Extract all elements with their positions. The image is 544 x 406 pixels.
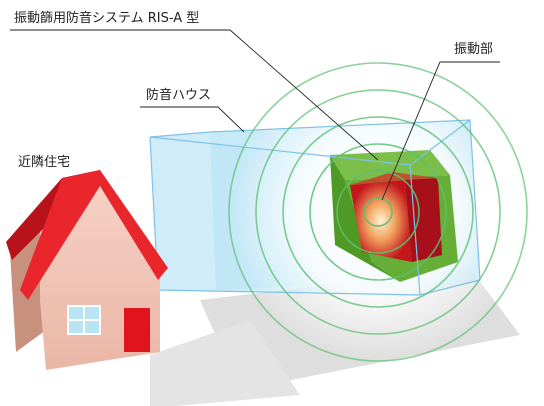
sound-wave-ring — [255, 89, 501, 335]
label-soundproof-house: 防音ハウス — [146, 88, 212, 103]
label-system-title: 振動篩用防音システム RIS-A 型 — [14, 11, 200, 26]
leader-soundproof-house — [140, 106, 245, 133]
house-door — [124, 308, 150, 352]
vibrator-inner-side — [405, 178, 442, 262]
vibrator-outer-front — [330, 155, 400, 282]
sound-waves — [228, 62, 528, 362]
sound-wave-ring — [228, 62, 528, 362]
vibration-unit — [330, 150, 458, 282]
neighbor-house — [6, 170, 168, 370]
label-vibration-part: 振動部 — [454, 42, 494, 57]
house-roof — [20, 170, 168, 300]
sound-wave-ring — [309, 143, 447, 281]
leader-lines — [10, 29, 500, 201]
leader-vibration-part — [381, 61, 500, 201]
vibrator-inner-front — [350, 180, 412, 262]
vibrator-inner-top — [350, 172, 438, 185]
leader-system-title — [10, 29, 379, 161]
sound-wave-ring — [336, 170, 420, 254]
sound-wave-ring — [282, 116, 474, 308]
sound-wave-ring — [363, 197, 393, 227]
house-ground-shadow — [150, 320, 300, 406]
label-neighbor-house: 近隣住宅 — [18, 155, 71, 170]
